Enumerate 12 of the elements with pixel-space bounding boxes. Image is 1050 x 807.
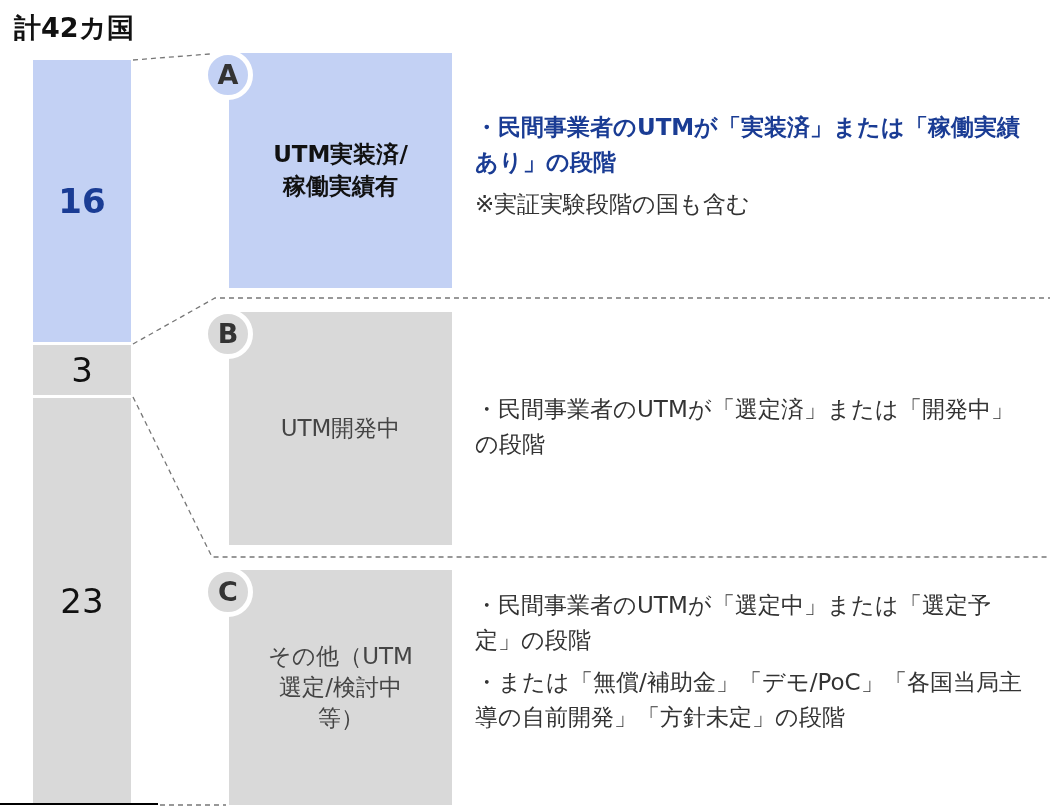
note-text: ※実証実験段階の国も含む	[475, 190, 752, 219]
description-text: ・民間事業者のUTMが「選定済」または「開発中」の段階	[475, 395, 1015, 459]
bar-segment: 3	[33, 345, 131, 395]
category-label: UTM開発中	[279, 413, 402, 443]
category-label: その他（UTM選定/検討中等）	[267, 641, 414, 733]
title: 計42カ国	[14, 11, 134, 45]
description-text: ・民間事業者のUTMが「選定中」または「選定予定」の段階	[475, 591, 992, 655]
description-text: ・または「無償/補助金」「デモ/PoC」「各国当局主導の自前開発」「方針未定」の段階	[475, 668, 1023, 732]
bar-segment: 16	[33, 60, 131, 342]
category-label: UTM実装済/稼働実績有	[272, 140, 409, 201]
bar-segment: 23	[33, 398, 131, 803]
description-text: ・民間事業者のUTMが「実装済」または「稼働実績あり」の段階	[475, 113, 1022, 177]
